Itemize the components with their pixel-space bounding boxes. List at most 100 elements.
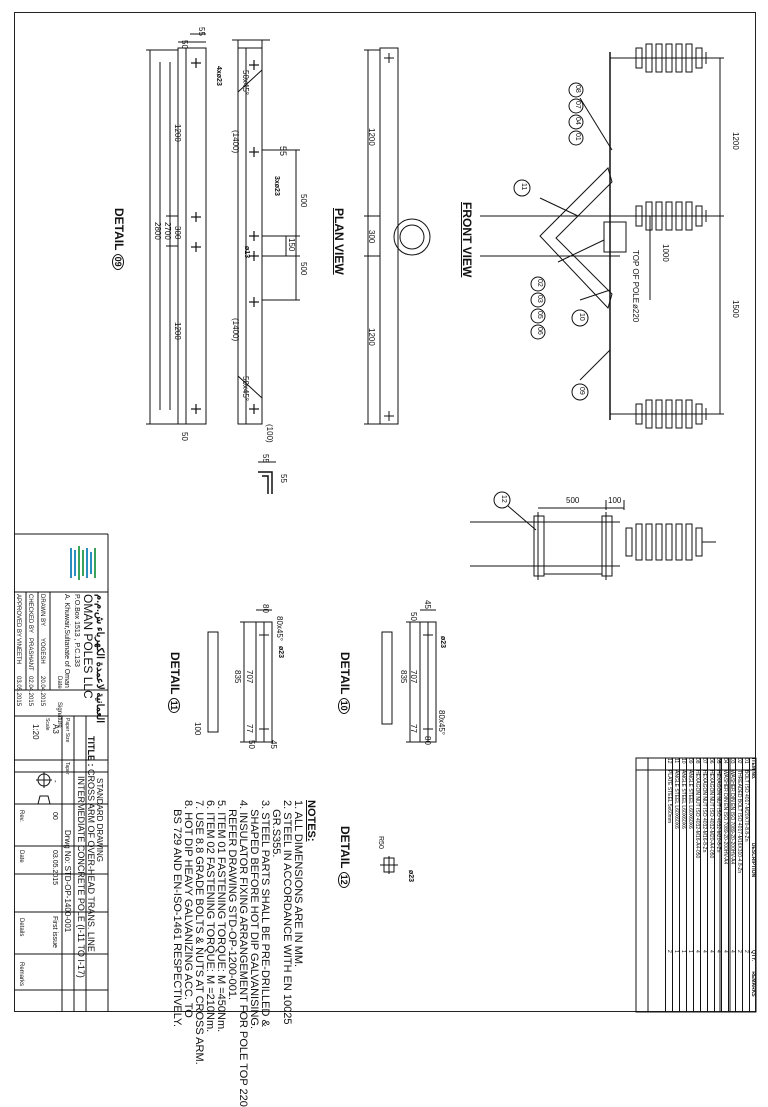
bom-cell-desc: HEXAGON NUT ISO 4032-M20-A4-050 [708,770,714,859]
detail-11 [207,609,273,743]
drawing-sheet [14,12,756,1012]
dim-500b: 500 [299,262,308,276]
insulator-bottom [610,399,720,429]
bom-cell-item: 03 [729,758,735,764]
callout-06: 06 [536,327,543,335]
standard-drawing: STANDARD DRAWING [95,778,104,862]
bom-header-remarks: REMARKS [750,971,756,997]
engineering-drawing [14,33,757,1013]
detail-09-label: DETAIL 09 [112,208,126,270]
bom-cell-remarks [666,964,672,1004]
dim-50x45b: 50x45° [241,376,250,401]
paper-size-label: Paper Size [64,718,70,743]
drawing-title: TITLE : CROSS ARM OF OVER-HEAD TRANS. LI… [76,736,96,978]
callout-03: 03 [536,295,543,303]
detail-10-label: DETAIL 10 [338,652,352,714]
bom-cell-desc: HEXAGON NUT ISO 4032-M20-8-Zn [715,770,721,853]
dim-1200b: 1200 [173,322,182,340]
bom-cell-item: 02 [736,758,742,764]
callout-09: 09 [578,387,585,395]
insulator-middle [610,201,720,231]
bom-cell-desc: PLATE STEEL 5x60mm [666,770,672,824]
bom-cell-desc: HEXAGON NUT ISO 4032-M16-8-Zn [701,770,707,853]
insulator-top [610,43,720,73]
front-view-label: FRONT VIEW [460,202,474,278]
dim-2800: 2800 [153,222,162,240]
d11-dim-80x45: 80x45° [275,616,284,641]
company-block: العمانية لاعمدة الكهرباء ش.م.م OMAN POLE… [61,594,105,723]
notes-block: NOTES: 1. ALL DIMENSIONS ARE IN MM. 2. S… [171,800,317,1107]
callout-08: 08 [574,85,581,93]
d11-dim-100: 100 [193,722,202,736]
bom-cell-qty: 1 [673,950,679,953]
bom-cell-item: 09 [687,758,693,764]
bolt-holes [191,58,259,414]
bom-cell-qty: 4 [708,950,714,953]
side-view [470,491,716,580]
company-name: OMAN POLES LLC [81,594,95,699]
remarks-label: Remarks [18,962,24,987]
bom-cell-desc: BOLT ISO 4017-M20X70-8.8-Zn [743,770,749,842]
detail-12 [380,856,398,874]
bom-cell-item: 10 [680,758,686,764]
bom-cell-desc: HEXAGON NUT ISO 4032-M16-A4-050 [694,770,700,859]
note-7: 7. USE 8.8 GRADE BOLTS & NUTS AT CROSS A… [193,800,205,1065]
d10-dim-707: 707 [409,670,418,684]
col-date: Date [56,676,62,689]
scale-label: Scale [44,718,50,731]
bom-cell-item: 04 [722,758,728,764]
detail-10 [381,609,437,743]
bom-cell-remarks [722,964,728,1004]
bom-cell-item: 07 [701,758,707,764]
bom-header-qty: QTY. [750,950,756,962]
dim-50: 50 [180,40,189,49]
pole-section [393,218,431,256]
drawn-date: 20.04.2015 [39,676,45,707]
bom-cell-remarks [736,964,742,1004]
angle-section [258,471,273,494]
bom-cell-qty: 2 [736,950,742,953]
dim-100: (100) [265,424,274,443]
bom-cell-item: 01 [743,758,749,764]
rev-label: Rev. [18,810,24,822]
details-label: Details [18,918,24,937]
d11-dim-77: 77 [245,724,254,733]
callout-01: 01 [574,133,581,141]
pole-diameter: ø220 [631,304,640,323]
note-8b: BS 729 AND EN-ISO-1461 RESPECTIVELY. [171,800,183,1028]
plan-dim-1200a: 1200 [367,128,376,146]
dim-150: 150 [287,238,296,252]
front-dim-1200: 1200 [731,132,740,150]
bom-table-frame [635,757,757,1013]
bom-cell-qty: 1 [687,950,693,953]
sec-55b: 55 [279,474,288,483]
bom-cell-item: 11 [673,758,679,764]
d11-dim-707: 707 [245,670,254,684]
dim-500a: 500 [299,194,308,208]
plan-dim-300: 300 [367,230,376,244]
bom-cell-item: 05 [715,758,721,764]
rev: 00 [51,812,58,820]
note-8: 8. HOT DIP HEAVY GALVANIZING ACC. TO [182,800,194,1018]
bom-cell-remarks [729,964,735,1004]
date-label: Date [18,850,24,863]
approved-by: VINEETH [15,638,21,665]
dim-300: 300 [173,226,182,240]
d11-dim-80: 80 [261,604,270,613]
side-dim-100: 100 [608,496,622,505]
bom-cell-remarks [743,964,749,1004]
dim-13: ø13 [243,246,250,259]
d11-dim-23: ø23 [277,646,284,659]
side-dim-500: 500 [566,496,580,505]
callout-05: 05 [536,311,543,319]
taper: - [51,780,60,783]
bom-cell-qty: 4 [701,950,707,953]
company-logo [70,546,96,580]
approved-date: 03.05.2015 [15,676,21,707]
dim-1400b: (1400) [231,318,240,342]
